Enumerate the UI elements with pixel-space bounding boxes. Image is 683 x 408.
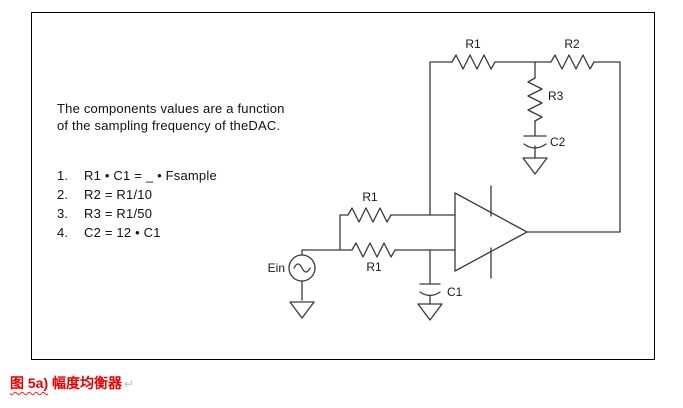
label-ein: Ein	[268, 261, 285, 275]
list-item-number: 2.	[57, 187, 69, 202]
list-item-text: R1 • C1 = _ • Fsample	[84, 168, 217, 183]
resistor-r2	[550, 54, 595, 70]
list-item: 4. C2 = 12 • C1	[57, 223, 217, 242]
resistor-r1-feedback	[451, 54, 496, 70]
source-ein-circle	[288, 254, 316, 282]
wire-feedback-top	[429, 61, 621, 233]
label-r1-top-input: R1	[362, 190, 378, 204]
list-item: 1. R1 • C1 = _ • Fsample	[57, 166, 217, 185]
resistor-r1-bottom-input	[351, 242, 396, 258]
list-item: 3. R3 = R1/50	[57, 204, 217, 223]
resistor-r3	[527, 77, 543, 122]
sine-wave-icon	[293, 263, 311, 273]
label-r3: R3	[548, 89, 564, 103]
figure-caption-number: 图 5a)	[10, 375, 49, 391]
list-item-number: 1.	[57, 168, 69, 183]
label-r1-bottom-input: R1	[366, 260, 382, 274]
ground-ein-icon	[289, 301, 315, 319]
label-c1: C1	[447, 285, 463, 299]
list-item-text: R3 = R1/50	[84, 206, 153, 221]
ground-c1-icon	[417, 303, 443, 321]
figure-caption: 图 5a) 幅度均衡器↵	[10, 373, 134, 393]
label-c2: C2	[550, 135, 566, 149]
list-item-text: R2 = R1/10	[84, 187, 153, 202]
ground-c2-icon	[522, 157, 548, 175]
note-text: The components values are a function of …	[57, 100, 285, 134]
capacitor-c2	[523, 135, 547, 149]
list-item-text: C2 = 12 • C1	[84, 225, 161, 240]
label-r2: R2	[564, 37, 580, 51]
list-item-number: 4.	[57, 225, 69, 240]
note-line-2: of the sampling frequency of theDAC.	[57, 118, 281, 133]
note-line-1: The components values are a function	[57, 101, 285, 116]
equation-list: 1. R1 • C1 = _ • Fsample 2. R2 = R1/10 3…	[57, 166, 217, 242]
figure-border-box	[31, 12, 655, 360]
wire-input-top	[339, 214, 456, 251]
paragraph-mark-icon: ↵	[124, 377, 135, 391]
list-item-number: 3.	[57, 206, 69, 221]
label-r1-feedback: R1	[465, 37, 481, 51]
figure-caption-title: 幅度均衡器	[48, 375, 123, 391]
resistor-r1-top-input	[347, 207, 392, 223]
list-item: 2. R2 = R1/10	[57, 185, 217, 204]
capacitor-c1	[419, 283, 441, 297]
